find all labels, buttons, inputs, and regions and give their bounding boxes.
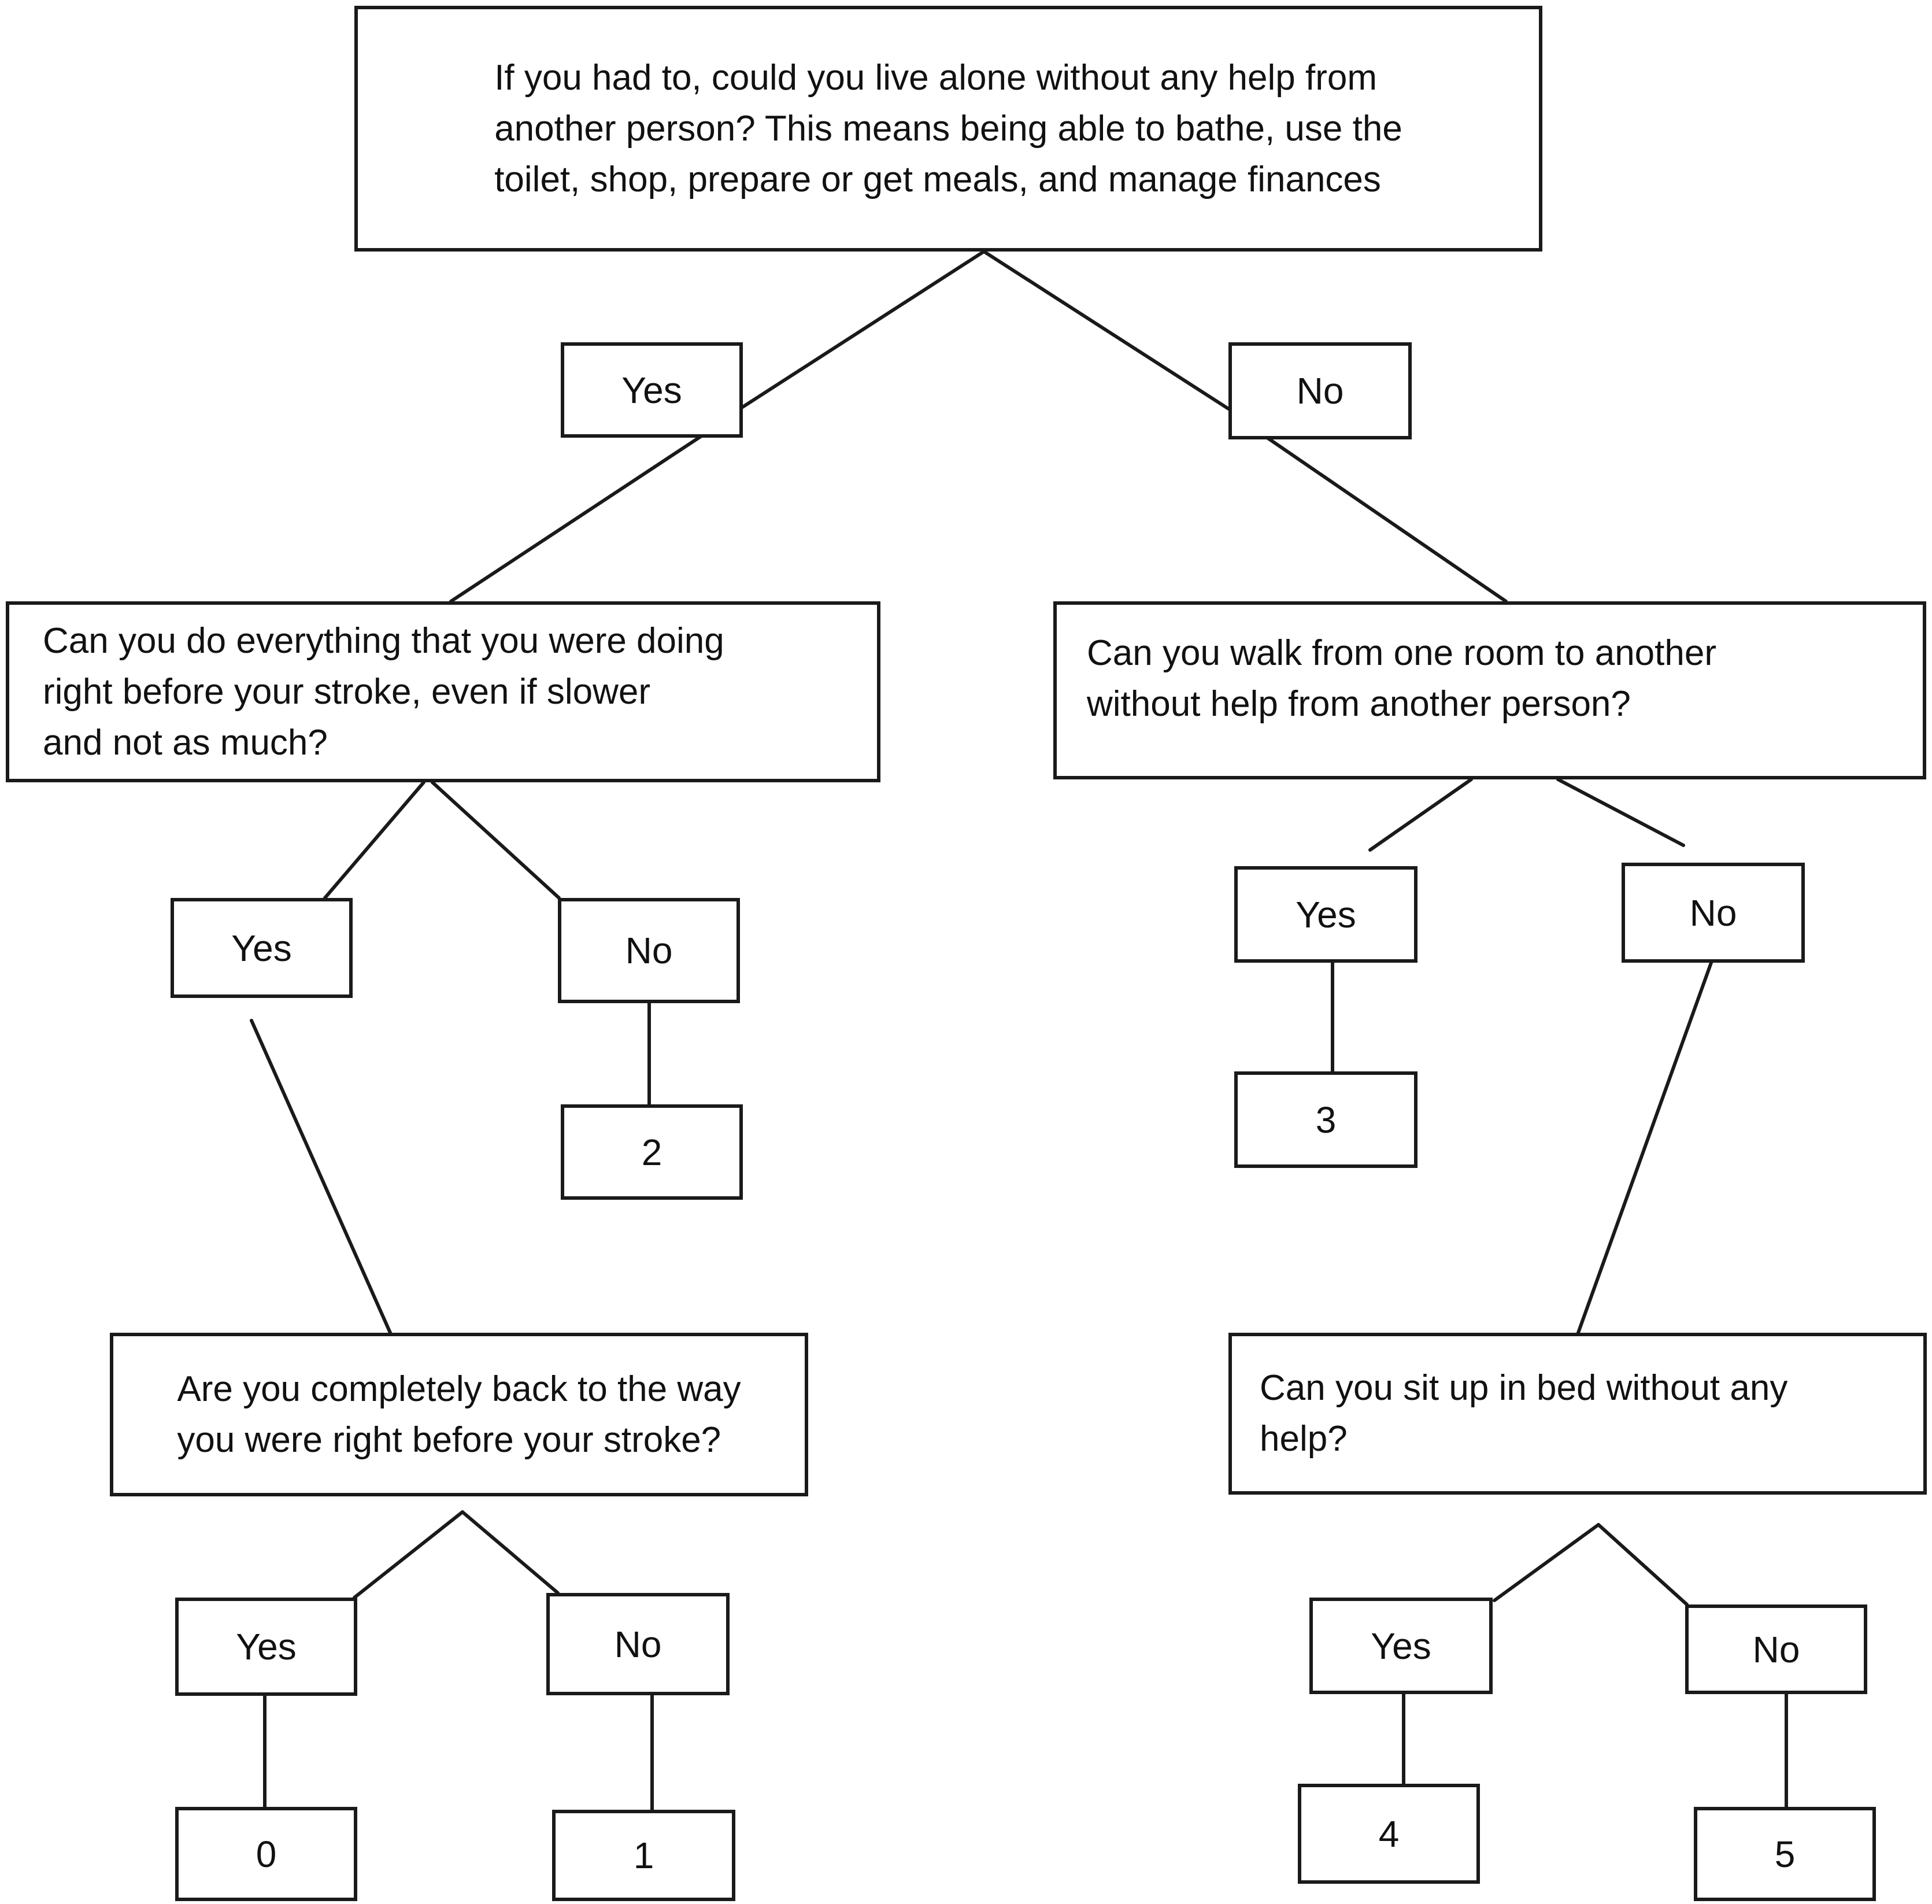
connector-q2-no [431, 781, 561, 900]
score-0: 0 [175, 1807, 357, 1901]
question-sit-up-text: Can you sit up in bed without any help? [1260, 1368, 1788, 1459]
score-3: 3 [1234, 1071, 1417, 1168]
connector-q3-no [1556, 778, 1685, 847]
score-5: 5 [1694, 1807, 1876, 1901]
connector-no-q3 [1265, 436, 1508, 603]
score-value: 4 [1378, 1813, 1400, 1855]
connector-q3-yes [1368, 778, 1473, 852]
answer-label: Yes [236, 1626, 297, 1668]
answer-yes-completely-back: Yes [175, 1598, 357, 1696]
answer-yes-sit-up: Yes [1309, 1598, 1493, 1694]
connector-no-q5 [1576, 961, 1713, 1334]
answer-no-walk-room: No [1622, 863, 1805, 963]
score-value: 3 [1315, 1099, 1337, 1141]
question-walk-room: Can you walk from one room to another wi… [1053, 601, 1926, 779]
question-completely-back: Are you completely back to the way you w… [110, 1333, 808, 1496]
answer-label: Yes [621, 369, 682, 411]
score-value: 5 [1774, 1833, 1796, 1875]
question-live-alone-text: If you had to, could you live alone with… [494, 57, 1402, 199]
connector-q1-yes [740, 250, 986, 409]
connector-yes-q2 [449, 435, 702, 603]
answer-no-live-alone: No [1228, 342, 1412, 439]
connector-q2-yes [323, 781, 425, 900]
connector-q1-no [982, 250, 1230, 411]
answer-label: No [625, 930, 673, 971]
answer-yes-live-alone: Yes [561, 342, 743, 438]
score-value: 2 [641, 1131, 662, 1173]
score-2: 2 [561, 1104, 743, 1200]
question-walk-room-text: Can you walk from one room to another wi… [1087, 633, 1716, 724]
question-completely-back-text: Are you completely back to the way you w… [177, 1369, 741, 1460]
answer-yes-walk-room: Yes [1234, 866, 1417, 963]
score-1: 1 [552, 1810, 735, 1901]
score-value: 1 [633, 1835, 654, 1876]
connector-q5-no [1597, 1523, 1689, 1606]
score-4: 4 [1298, 1784, 1480, 1884]
answer-no-do-everything: No [558, 898, 740, 1003]
connector-q4-no [461, 1510, 560, 1595]
answer-label: Yes [1371, 1625, 1431, 1667]
question-do-everything-text: Can you do everything that you were doin… [43, 620, 724, 763]
connector-yes-q4 [250, 1019, 392, 1334]
answer-label: Yes [231, 927, 292, 969]
question-do-everything: Can you do everything that you were doin… [6, 601, 880, 782]
answer-label: No [1296, 370, 1344, 412]
answer-no-sit-up: No [1685, 1604, 1867, 1694]
answer-label: No [614, 1623, 662, 1665]
answer-no-completely-back: No [546, 1593, 730, 1695]
score-value: 0 [256, 1833, 277, 1875]
connector-q5-yes [1493, 1523, 1600, 1602]
answer-label: Yes [1296, 893, 1356, 936]
answer-label: No [1689, 892, 1737, 934]
connector-q4-yes [353, 1510, 464, 1599]
answer-label: No [1752, 1628, 1800, 1670]
question-live-alone: If you had to, could you live alone with… [354, 6, 1542, 252]
answer-yes-do-everything: Yes [171, 898, 353, 998]
question-sit-up: Can you sit up in bed without any help? [1228, 1333, 1927, 1495]
